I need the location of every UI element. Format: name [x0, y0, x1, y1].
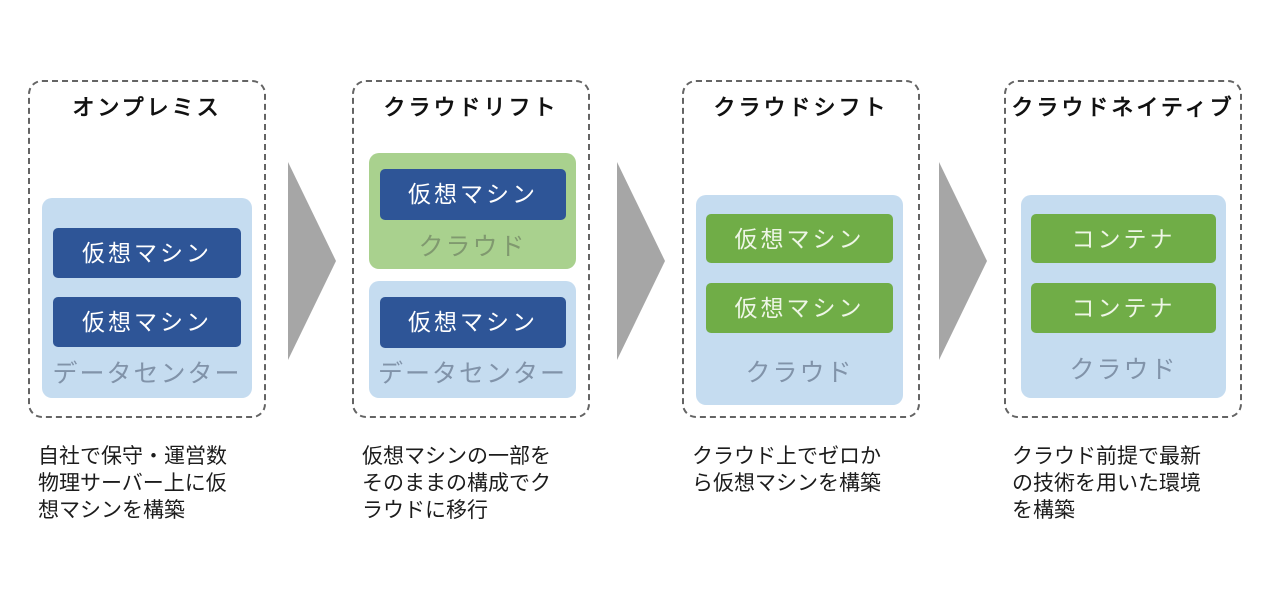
- group-label: クラウド: [1069, 356, 1178, 384]
- group-label: クラウド: [745, 359, 854, 387]
- cloud-group: 仮想マシン 仮想マシン クラウド: [696, 195, 903, 405]
- vm-box: 仮想マシン: [53, 297, 241, 347]
- arrow-right-icon: [617, 162, 665, 360]
- arrow-right-icon: [939, 162, 987, 360]
- arrow-right-icon: [288, 162, 336, 360]
- stage-description: 自社で保守・運営数 物理サーバー上に仮 想マシンを構築: [38, 445, 227, 522]
- stage-title: クラウドシフト: [713, 95, 889, 120]
- group-label: データセンター: [52, 360, 242, 388]
- stage-title: クラウドネイティブ: [1011, 95, 1235, 120]
- container-box: コンテナ: [1031, 214, 1216, 263]
- vm-box: 仮想マシン: [380, 169, 566, 220]
- stage-description: クラウド前提で最新 の技術を用いた環境 を構築: [1012, 445, 1201, 522]
- stage-cloud-shift: クラウドシフト 仮想マシン 仮想マシン クラウド: [682, 80, 920, 418]
- stage-title: オンプレミス: [72, 95, 222, 120]
- datacenter-group: 仮想マシン データセンター: [369, 281, 576, 398]
- stage-title: クラウドリフト: [383, 95, 559, 120]
- vm-box: 仮想マシン: [706, 214, 893, 263]
- vm-box: 仮想マシン: [53, 228, 241, 278]
- container-box: コンテナ: [1031, 283, 1216, 333]
- vm-box: 仮想マシン: [380, 297, 566, 348]
- stage-description: 仮想マシンの一部を そのままの構成でク ラウドに移行: [362, 445, 551, 522]
- cloud-group: コンテナ コンテナ クラウド: [1021, 195, 1226, 398]
- stage-cloud-native: クラウドネイティブ コンテナ コンテナ クラウド: [1004, 80, 1242, 418]
- datacenter-group: 仮想マシン 仮想マシン データセンター: [42, 198, 252, 398]
- stage-cloud-lift: クラウドリフト 仮想マシン クラウド 仮想マシン データセンター: [352, 80, 590, 418]
- vm-box: 仮想マシン: [706, 283, 893, 333]
- group-label: クラウド: [418, 233, 527, 261]
- stage-description: クラウド上でゼロか ら仮想マシンを構築: [692, 445, 881, 495]
- cloud-group: 仮想マシン クラウド: [369, 153, 576, 269]
- stage-onpremises: オンプレミス 仮想マシン 仮想マシン データセンター: [28, 80, 266, 418]
- group-label: データセンター: [377, 360, 567, 388]
